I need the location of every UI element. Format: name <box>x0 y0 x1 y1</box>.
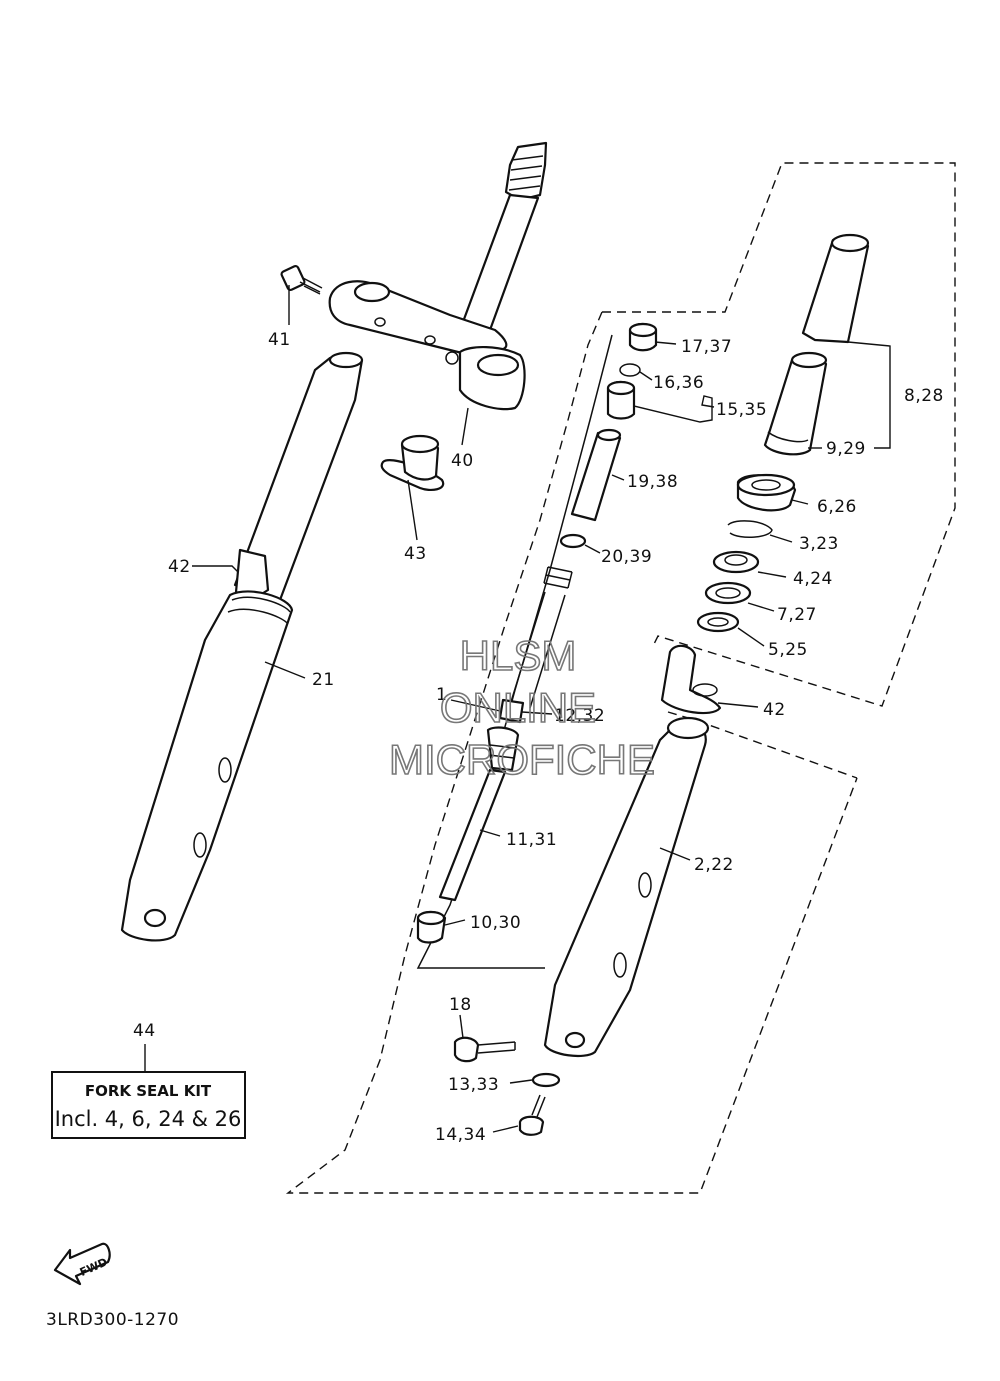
watermark-line-3: MICROFICHE <box>389 736 655 783</box>
callout-15-35: 15,35 <box>716 400 767 420</box>
callout-21: 21 <box>312 670 335 690</box>
callout-41: 41 <box>268 330 291 350</box>
watermark: HLSM ONLINE MICROFICHE <box>388 631 656 784</box>
callout-43: 43 <box>404 544 427 564</box>
diagram-code: 3LRD300-1270 <box>46 1310 179 1330</box>
callout-9-29: 9,29 <box>826 439 866 459</box>
exploded-parts <box>416 233 870 1136</box>
bolt-41 <box>280 265 323 295</box>
steering-stem <box>328 141 548 411</box>
callout-18: 18 <box>449 995 472 1015</box>
fwd-arrow-icon: FWD <box>53 1242 111 1286</box>
callout-6-26: 6,26 <box>817 497 857 517</box>
callout-3-23: 3,23 <box>799 534 839 554</box>
kit-contents: Incl. 4, 6, 24 & 26 <box>55 1107 242 1131</box>
callout-4-24: 4,24 <box>793 569 833 589</box>
callout-17-37: 17,37 <box>681 337 732 357</box>
callout-11-31: 11,31 <box>506 830 557 850</box>
callout-8-28: 8,28 <box>904 386 944 406</box>
callout-40: 40 <box>451 451 474 471</box>
callout-20-39: 20,39 <box>601 547 652 567</box>
callout-2-22: 2,22 <box>694 855 734 875</box>
watermark-line-2: ONLINE <box>440 684 596 731</box>
kit-title: FORK SEAL KIT <box>85 1082 212 1100</box>
callout-42-left: 42 <box>168 557 191 577</box>
dashed-group-outline <box>285 162 956 1194</box>
callout-1: 1 <box>436 685 447 705</box>
callout-7-27: 7,27 <box>777 605 817 625</box>
kit-box <box>51 1071 246 1139</box>
fork-seal-kit: 44 FORK SEAL KIT Incl. 4, 6, 24 & 26 <box>51 1021 246 1139</box>
callout-14-34: 14,34 <box>435 1125 486 1145</box>
callout-labels: 41 40 43 42 21 1 17,37 16,36 15,35 19,38… <box>168 330 944 1145</box>
callout-42-right: 42 <box>763 700 786 720</box>
callout-16-36: 16,36 <box>653 373 704 393</box>
callout-10-30: 10,30 <box>470 913 521 933</box>
leader-lines <box>144 285 891 1133</box>
callout-13-33: 13,33 <box>448 1075 499 1095</box>
callout-12-32: 12,32 <box>554 706 605 726</box>
callout-5-25: 5,25 <box>768 640 808 660</box>
watermark-line-1: HLSM <box>460 632 577 679</box>
kit-number: 44 <box>133 1021 156 1041</box>
left-fork-assembly <box>120 351 364 942</box>
fork-cap-43 <box>380 434 445 491</box>
callout-19-38: 19,38 <box>627 472 678 492</box>
